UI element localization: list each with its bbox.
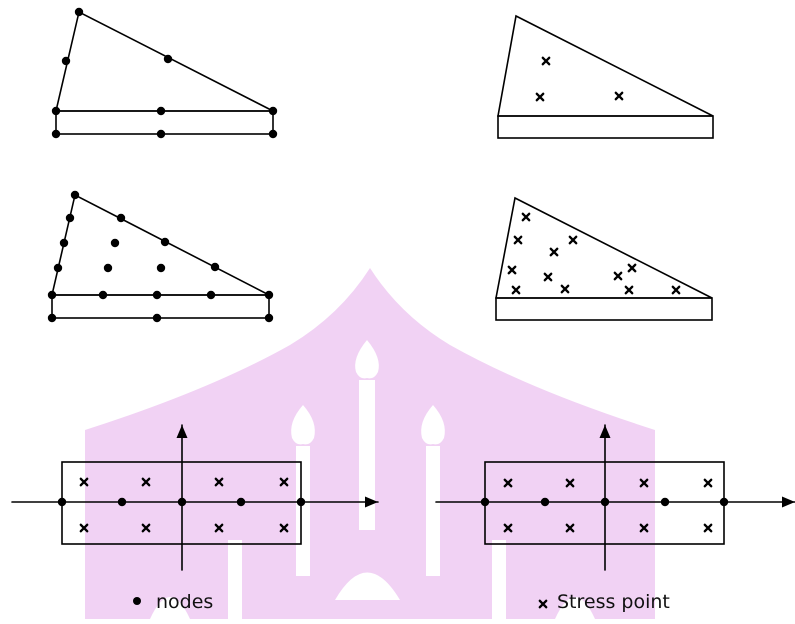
interface-strip-3-node [55, 110, 274, 135]
stress-point-cross [565, 478, 575, 488]
node-dot [116, 213, 126, 223]
watermark-right-arch [555, 597, 595, 619]
node-dot [47, 290, 57, 300]
stress-point-cross [560, 284, 570, 294]
stress-point-cross [703, 523, 713, 533]
node-dot [480, 497, 490, 507]
node-dot [47, 313, 57, 323]
y-axis-arrow-head [176, 425, 188, 438]
stress-point-cross [279, 477, 289, 487]
watermark-far-left-tower [228, 540, 242, 619]
x-axis-arrow-head [782, 496, 795, 508]
stress-point-cross [639, 523, 649, 533]
stress-point-cross [513, 235, 523, 245]
node-dot [53, 263, 63, 273]
interface-strip [497, 115, 714, 139]
watermark-right-spire [421, 405, 445, 445]
node-dot [51, 129, 61, 139]
node-dot [264, 313, 274, 323]
node-dot [74, 7, 84, 17]
stress-point-cross [568, 235, 578, 245]
node-dot [70, 190, 80, 200]
stress-point-cross [503, 478, 513, 488]
node-dot [540, 497, 550, 507]
node-dot [103, 263, 113, 273]
triangle-6-node [54, 10, 274, 112]
stress-point-cross [521, 212, 531, 222]
stress-point-cross [503, 523, 513, 533]
node-dot [156, 129, 166, 139]
node-dot [51, 106, 61, 116]
stress-point-cross [279, 523, 289, 533]
watermark-left-arch [150, 597, 190, 619]
watermark-center-spire [355, 340, 379, 379]
stress-point-cross [141, 477, 151, 487]
stress-point-cross [543, 272, 553, 282]
stress-point-cross [614, 91, 624, 101]
node-dot [61, 56, 71, 66]
legend-stress-label: Stress point [557, 591, 670, 613]
watermark-far-right-tower [492, 540, 506, 619]
stress-point-cross [214, 477, 224, 487]
node-dot [156, 263, 166, 273]
node-dot [206, 290, 216, 300]
stress-point-cross [511, 285, 521, 295]
watermark-left-spire [291, 405, 315, 445]
node-dot [268, 129, 278, 139]
node-dot [152, 313, 162, 323]
node-dot [264, 290, 274, 300]
legend-stress-marker [538, 599, 548, 609]
node-dot [660, 497, 670, 507]
stress-point-cross [79, 477, 89, 487]
stress-point-cross [541, 56, 551, 66]
watermark-left-tower [296, 446, 310, 576]
stress-point-cross [703, 478, 713, 488]
stress-point-cross [671, 285, 681, 295]
watermark-center-base [335, 572, 400, 600]
node-dot [152, 290, 162, 300]
stress-point-cross [79, 523, 89, 533]
legend-node-marker [133, 597, 141, 605]
stress-point-cross [535, 92, 545, 102]
stress-point-cross [549, 247, 559, 257]
node-dot [98, 290, 108, 300]
node-dot [59, 238, 69, 248]
y-axis-arrow-head [599, 425, 611, 438]
node-dot [210, 262, 220, 272]
interface-strip-5-node [51, 294, 270, 319]
stress-point-cross [639, 478, 649, 488]
node-dot [57, 497, 67, 507]
watermark-right-tower [426, 446, 440, 576]
node-dot [177, 497, 187, 507]
node-dot [719, 497, 729, 507]
watermark-center-tower [359, 380, 375, 530]
node-dot [268, 106, 278, 116]
node-dot [600, 497, 610, 507]
interface-strip [495, 297, 713, 321]
stress-point-cross [141, 523, 151, 533]
triangle-stress-points [497, 14, 714, 117]
diagram-drawing [11, 7, 795, 609]
node-dot [236, 497, 246, 507]
node-dot [110, 238, 120, 248]
node-dot [163, 54, 173, 64]
watermark-towers [150, 340, 595, 619]
stress-point-cross [214, 523, 224, 533]
node-dot [160, 237, 170, 247]
stress-point-cross [624, 285, 634, 295]
triangle-15-node [50, 193, 270, 296]
stress-point-cross [613, 271, 623, 281]
stress-point-cross [507, 265, 517, 275]
node-dot [296, 497, 306, 507]
node-dot [65, 213, 75, 223]
legend-nodes-label: nodes [156, 591, 214, 613]
x-axis-arrow-head [365, 496, 378, 508]
stress-point-cross [565, 523, 575, 533]
stress-point-cross [627, 263, 637, 273]
node-dot [156, 106, 166, 116]
node-dot [117, 497, 127, 507]
